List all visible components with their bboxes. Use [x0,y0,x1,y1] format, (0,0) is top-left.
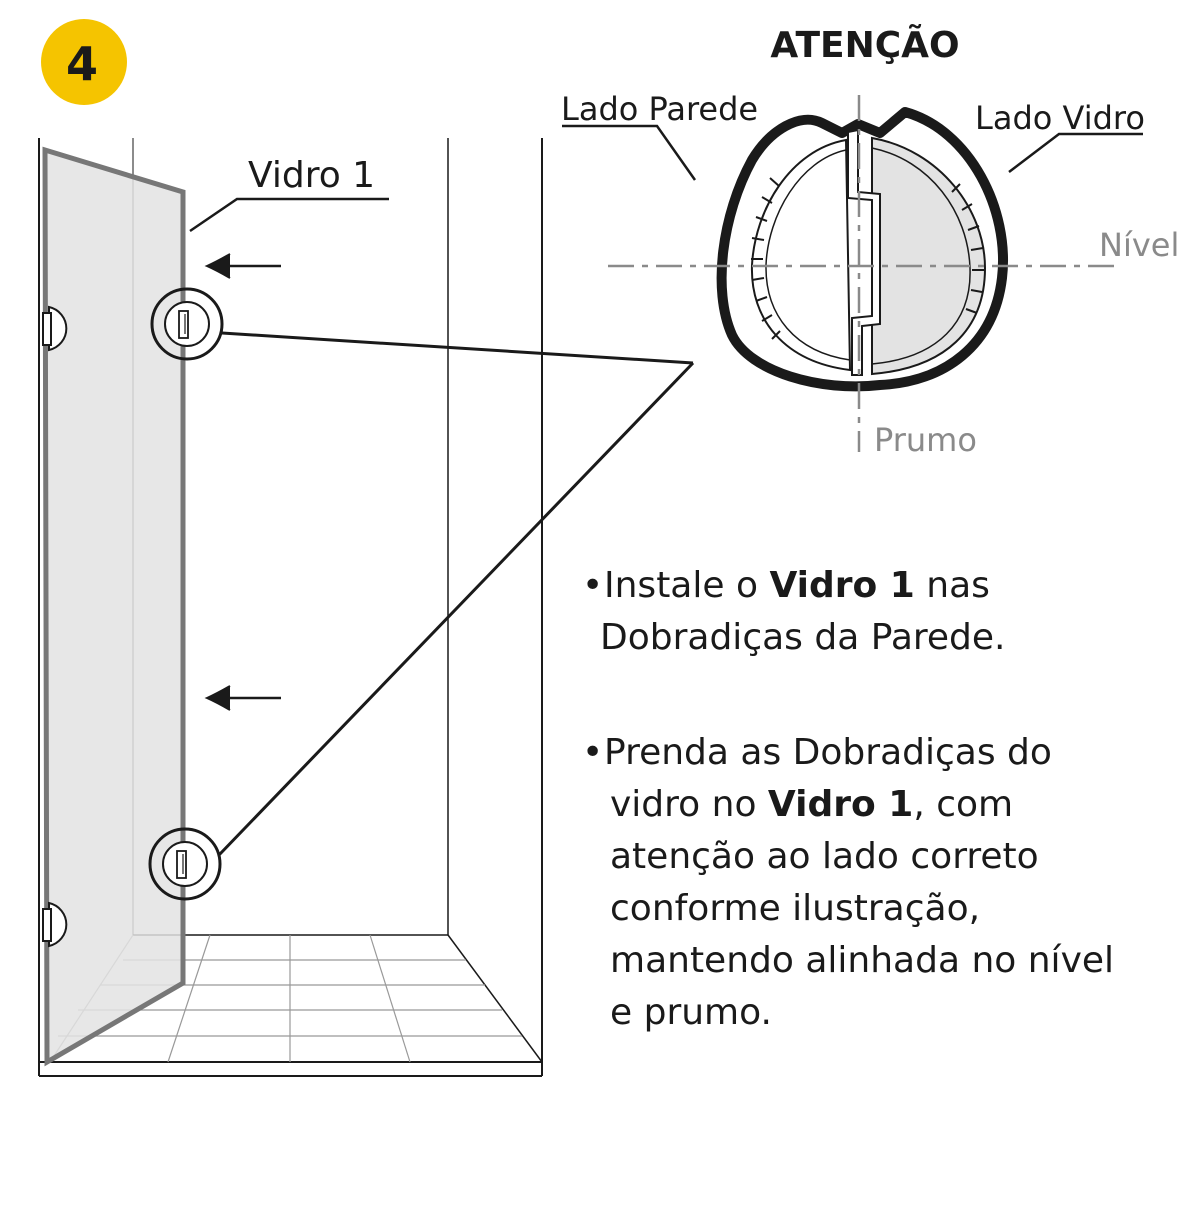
lado-vidro-leader [1008,132,1143,173]
text-run: , com [913,784,1014,825]
instruction-1-line-2: Dobradiças da Parede. [600,617,1006,658]
callout-lines [217,331,695,857]
lado-parede-leader [562,124,697,181]
instruction-2-line-6: e prumo. [610,992,772,1033]
glass-label-leader [189,197,389,233]
glass-pane [42,146,186,1067]
text-run: vidro no [610,784,768,825]
text-run: nas [914,565,990,606]
instruction-2-line-4: conforme ilustração, [610,888,981,929]
instruction-2-line-2: vidro no Vidro 1, com [582,779,1182,831]
tile-col-line [167,934,211,1063]
hinge-serrations-left [751,177,781,340]
lado-vidro-label-group: Lado Vidro [975,99,1145,173]
callout-line-bottom [217,361,695,857]
wall-hinge-body [48,901,68,948]
arrow-left-icon [204,253,231,279]
text-run: Prenda as Dobradiças do [604,732,1052,773]
callout-line-top [221,331,694,365]
instruction-2-line-1: •Prenda as Dobradiças do [582,727,1182,779]
bullet: • [582,732,604,773]
step-number: 4 [66,37,98,91]
step-badge-circle [41,19,127,105]
instruction-item-2: •Prenda as Dobradiças do vidro no Vidro … [582,727,1182,1039]
bold-text-run: Vidro 1 [769,565,915,606]
hinge-callout-circle [150,287,224,361]
hinge-callout-circle [148,827,222,901]
wall-hinge-top [42,305,68,352]
hinge-right-half [871,136,987,376]
hinge-detail [716,107,1008,392]
glass-hinge-bottom [148,827,222,901]
hinge-right-inner [871,147,971,365]
prumo-label: Prumo [874,421,977,459]
lado-parede-label: Lado Parede [561,90,758,128]
instruction-2-line-3: atenção ao lado correto [610,836,1039,877]
tile-col-line [369,934,411,1063]
arrow-top [204,253,281,279]
attention-title: ATENÇÃO [770,24,959,66]
wall-hinge-body [48,305,68,352]
hinge-serrations-right [951,183,984,314]
guide-lines [608,95,1122,452]
bullet: • [582,565,604,606]
glass-hinge-top [150,287,224,361]
instruction-2-line-5: mantendo alinhada no nível [610,940,1115,981]
text-run: Instale o [604,565,770,606]
step-badge: 4 [41,19,127,105]
wall-hinge-bottom [42,901,68,948]
wall-hinge-plate [42,312,52,346]
lado-parede-label-group: Lado Parede [561,90,758,181]
right-floor-diagonal [447,934,543,1063]
hinge-pin [178,310,189,339]
instruction-1-line-1: •Instale o Vidro 1 nas [582,560,1182,612]
glass-label-group: Vidro 1 [189,155,389,233]
lado-vidro-label: Lado Vidro [975,99,1145,137]
hinge-pin [176,850,187,879]
arrow-bottom [204,685,281,711]
glass-panel [42,146,186,1067]
instruction-item-1: •Instale o Vidro 1 nas Dobradiças da Par… [582,560,1182,664]
bold-text-run: Vidro 1 [767,784,914,825]
arrow-left-icon [204,685,231,711]
nivel-label: Nível [1099,226,1179,264]
wall-hinge-plate [42,908,52,942]
glass-label: Vidro 1 [248,155,375,196]
